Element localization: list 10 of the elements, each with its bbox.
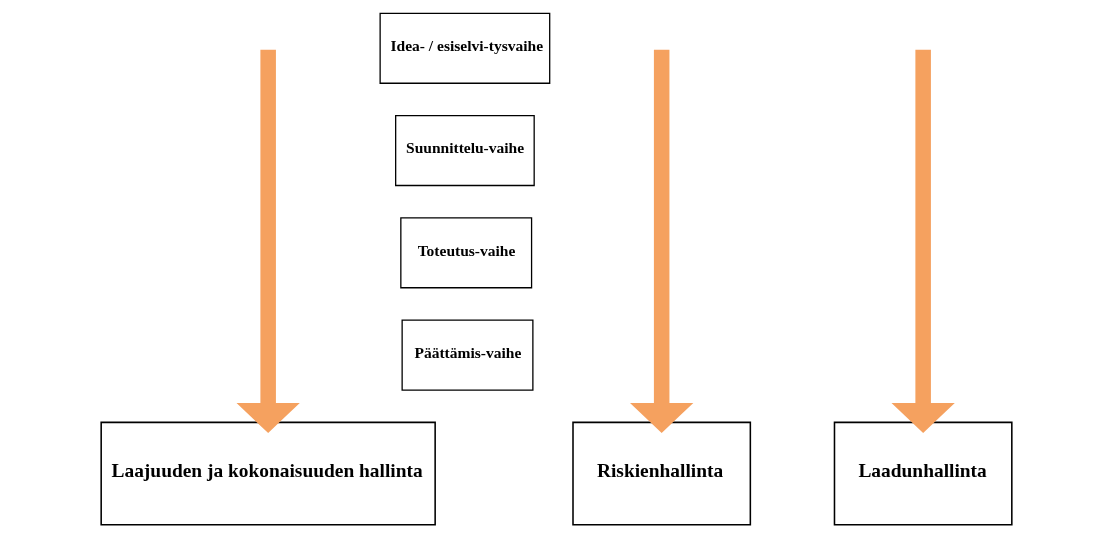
arrow xyxy=(891,49,955,434)
arrow xyxy=(629,49,693,434)
node-box: Toteutus-vaihe xyxy=(399,217,532,289)
node-box: Laadunhallinta xyxy=(833,421,1013,526)
arrow xyxy=(236,49,300,434)
node-box: Laajuuden ja kokonaisuuden hallinta xyxy=(99,421,436,526)
node-box: Idea- / esiselvi-tysvaihe xyxy=(379,12,550,84)
node-box: Päättämis-vaihe xyxy=(401,319,534,391)
node-box: Suunnittelu-vaihe xyxy=(394,114,535,187)
node-box: Riskienhallinta xyxy=(571,421,751,526)
